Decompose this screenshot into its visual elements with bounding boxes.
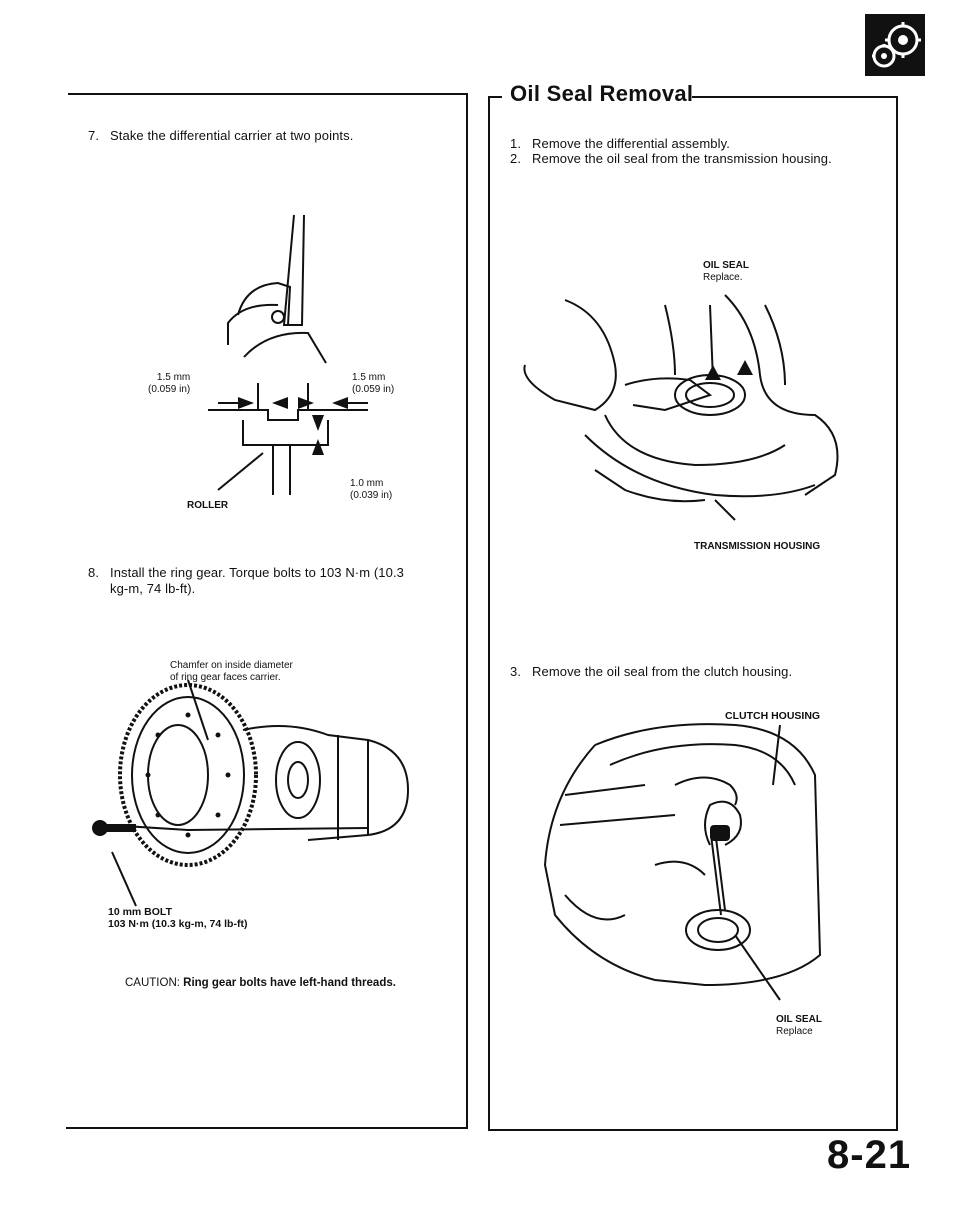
dimension-in: (0.039 in) xyxy=(350,490,393,501)
step-7: 7. Stake the differential carrier at two … xyxy=(88,128,353,144)
right-stake-dimension: 1.5 mm (0.059 in) xyxy=(352,372,394,396)
right-panel-left-border xyxy=(488,96,490,1131)
step-number: 2. xyxy=(510,151,522,166)
oil-seal-label-bottom: OIL SEAL Replace xyxy=(776,1014,822,1038)
step-text-cont: kg-m, 74 lb-ft). xyxy=(110,581,196,596)
caution-label: CAUTION: xyxy=(125,977,180,989)
part-name: OIL SEAL xyxy=(776,1014,822,1025)
dimension-mm: 1.5 mm xyxy=(156,372,191,383)
left-panel-top-rule xyxy=(68,93,468,95)
transmission-housing-label: TRANSMISSION HOUSING xyxy=(694,541,821,552)
step-text: Stake the differential carrier at two po… xyxy=(110,128,354,143)
left-stake-dimension: 1.5 mm (0.059 in) xyxy=(148,372,190,396)
section-title: Oil Seal Removal xyxy=(510,81,694,106)
bolt-size: 10 mm BOLT xyxy=(108,906,172,918)
chamfer-note: Chamfer on inside diameter of ring gear … xyxy=(170,660,293,684)
clutch-housing-label: CLUTCH HOUSING xyxy=(725,710,821,722)
part-note: Replace. xyxy=(703,272,743,283)
staking-diagram xyxy=(208,214,368,495)
step-2: 2. Remove the oil seal from the transmiss… xyxy=(510,151,832,167)
transmission-housing-diagram xyxy=(523,294,839,521)
oil-seal-label-top: OIL SEAL Replace. xyxy=(703,260,749,284)
step-text: Remove the oil seal from the transmissio… xyxy=(532,151,832,166)
step-text: Install the ring gear. Torque bolts to 1… xyxy=(110,565,405,580)
page-number: 8-21 xyxy=(827,1133,912,1177)
step-number: 8. xyxy=(88,565,100,580)
right-panel-title-rule xyxy=(692,96,898,98)
caution-note: CAUTION: Ring gear bolts have left-hand … xyxy=(125,977,396,989)
right-panel-title-left-stub xyxy=(490,96,502,98)
gear-icon xyxy=(872,22,921,68)
dimension-in: (0.059 in) xyxy=(352,384,395,395)
right-panel-bottom-rule xyxy=(488,1129,898,1131)
right-panel-right-border xyxy=(896,96,898,1131)
transmission-section-icon xyxy=(865,14,925,76)
step-number: 7. xyxy=(88,128,100,143)
clutch-housing-diagram xyxy=(543,723,822,1001)
step-number: 3. xyxy=(510,664,522,679)
caution-text: Ring gear bolts have left-hand threads. xyxy=(183,977,396,989)
roller-label: ROLLER xyxy=(187,500,229,511)
bolt-torque: 103 N·m (10.3 kg-m, 74 lb-ft) xyxy=(108,918,248,930)
dimension-mm: 1.0 mm xyxy=(350,478,384,489)
stake-depth-dimension: 1.0 mm (0.039 in) xyxy=(350,478,392,502)
part-name: OIL SEAL xyxy=(703,260,749,271)
dimension-in: (0.059 in) xyxy=(148,384,191,395)
step-8: 8. Install the ring gear. Torque bolts to… xyxy=(88,565,404,597)
bolt-leader-line xyxy=(111,851,137,907)
chamfer-note-line-2: of ring gear faces carrier. xyxy=(170,672,281,683)
bolt-label: 10 mm BOLT 103 N·m (10.3 kg-m, 74 lb-ft) xyxy=(108,906,247,930)
step-3: 3. Remove the oil seal from the clutch ho… xyxy=(510,664,792,680)
left-panel-right-border xyxy=(466,93,468,1129)
dimension-mm: 1.5 mm xyxy=(352,372,386,383)
chamfer-note-line-1: Chamfer on inside diameter xyxy=(170,660,293,671)
step-number: 1. xyxy=(510,136,522,151)
step-text: Remove the differential assembly. xyxy=(532,136,730,151)
step-text: Remove the oil seal from the clutch hous… xyxy=(532,664,793,679)
ring-gear-diagram xyxy=(92,679,410,867)
part-note: Replace xyxy=(776,1026,813,1037)
left-panel-bottom-rule xyxy=(66,1127,468,1129)
step-1: 1. Remove the differential assembly. xyxy=(510,136,730,152)
